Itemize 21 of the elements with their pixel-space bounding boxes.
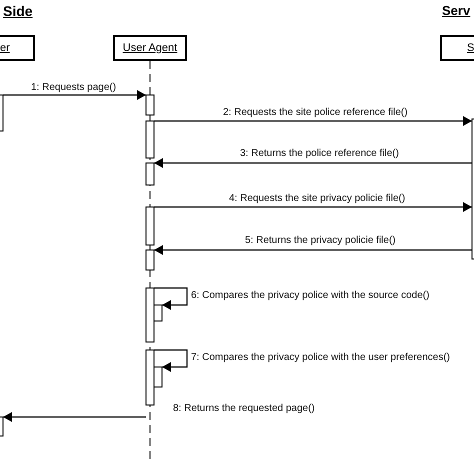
edge-label: 7: Compares the privacy police with the user preferences(): [190, 352, 452, 364]
object-name: User Agent: [122, 42, 178, 54]
edge-label: 8: Returns the requested page(): [172, 403, 316, 415]
object-name: S: [467, 42, 474, 54]
message-arrow: [154, 202, 472, 212]
edge-label: 2: Requests the site police reference file(): [222, 107, 409, 119]
edge-label: 5: Returns the privacy policie file(): [244, 235, 397, 247]
object-name: er: [0, 42, 10, 54]
message-arrow: [154, 287, 188, 310]
message-arrow: [154, 245, 472, 255]
edge-label: 1: Requests page(): [30, 82, 118, 94]
section-heading: Serv: [442, 3, 470, 19]
edge-label: 4: Requests the site privacy policie file(): [228, 193, 406, 205]
edge-label: 3: Returns the police reference file(): [239, 148, 400, 160]
edge-label: 6: Compares the privacy police with the source code(): [190, 290, 430, 302]
message-arrow: [154, 349, 188, 372]
message-arrow: [154, 116, 472, 126]
message-arrow: [3, 90, 146, 100]
message-arrow: [3, 412, 146, 422]
message-arrow: [154, 158, 472, 168]
section-heading: Side: [3, 3, 33, 19]
